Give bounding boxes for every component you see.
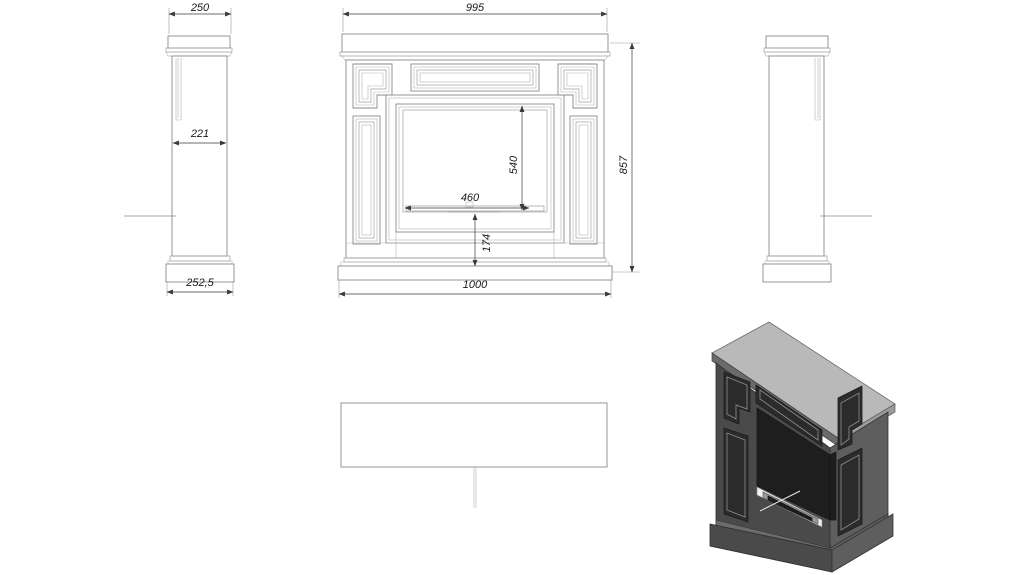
dimension-995: 995 (342, 2, 608, 32)
front-pilaster-right (569, 115, 598, 245)
left-side-base (165, 255, 235, 283)
right-side-base (762, 255, 832, 283)
view-right-side (762, 35, 872, 283)
dimension-1000: 1000 (338, 279, 612, 298)
iso-greek-key-left (723, 371, 751, 425)
dimension-221-label: 221 (190, 128, 209, 140)
front-frieze-panel (410, 63, 540, 92)
dimension-221: 221 (172, 128, 227, 146)
dimension-995-label: 995 (466, 2, 485, 14)
dimension-857-label: 857 (618, 155, 630, 174)
dimension-252-5-label: 252,5 (185, 277, 214, 289)
view-top-plan (340, 402, 608, 508)
iso-frieze (755, 384, 823, 447)
iso-burner-tray (756, 486, 823, 528)
dimension-174: 174 (447, 211, 500, 267)
front-greek-key-right (557, 63, 598, 109)
dimension-174-label: 174 (481, 234, 493, 252)
front-pilaster-left (352, 115, 381, 245)
front-mantel-shelf (339, 33, 611, 61)
front-greek-key-left (352, 63, 393, 109)
iso-base-plinth (709, 513, 894, 573)
dimension-540-label: 460 (461, 192, 480, 204)
view-isometric (709, 321, 896, 573)
top-plan-outline (340, 402, 608, 468)
front-base-plinth (337, 257, 613, 281)
dimension-250: 250 (168, 2, 232, 34)
dimension-857: 857 (610, 42, 640, 273)
iso-firebox (756, 407, 837, 521)
dimension-460: 540 (508, 105, 525, 211)
iso-pilaster-left (723, 427, 749, 523)
left-side-cornice (165, 35, 233, 57)
dimension-250-label: 250 (190, 2, 210, 14)
dimension-460-label: 540 (508, 155, 520, 174)
dimension-540: 460 (404, 192, 530, 211)
left-side-body (171, 55, 228, 257)
dimension-252-5: 252,5 (166, 277, 234, 296)
view-left-side: 250 221 252,5 (124, 2, 235, 296)
iso-pilaster-right (837, 447, 863, 537)
iso-greek-key-right (837, 385, 863, 451)
right-side-cornice (763, 35, 831, 57)
dimension-1000-label: 1000 (463, 279, 488, 291)
view-front: 995 1000 857 540 460 (337, 2, 640, 298)
right-side-body (768, 55, 825, 257)
